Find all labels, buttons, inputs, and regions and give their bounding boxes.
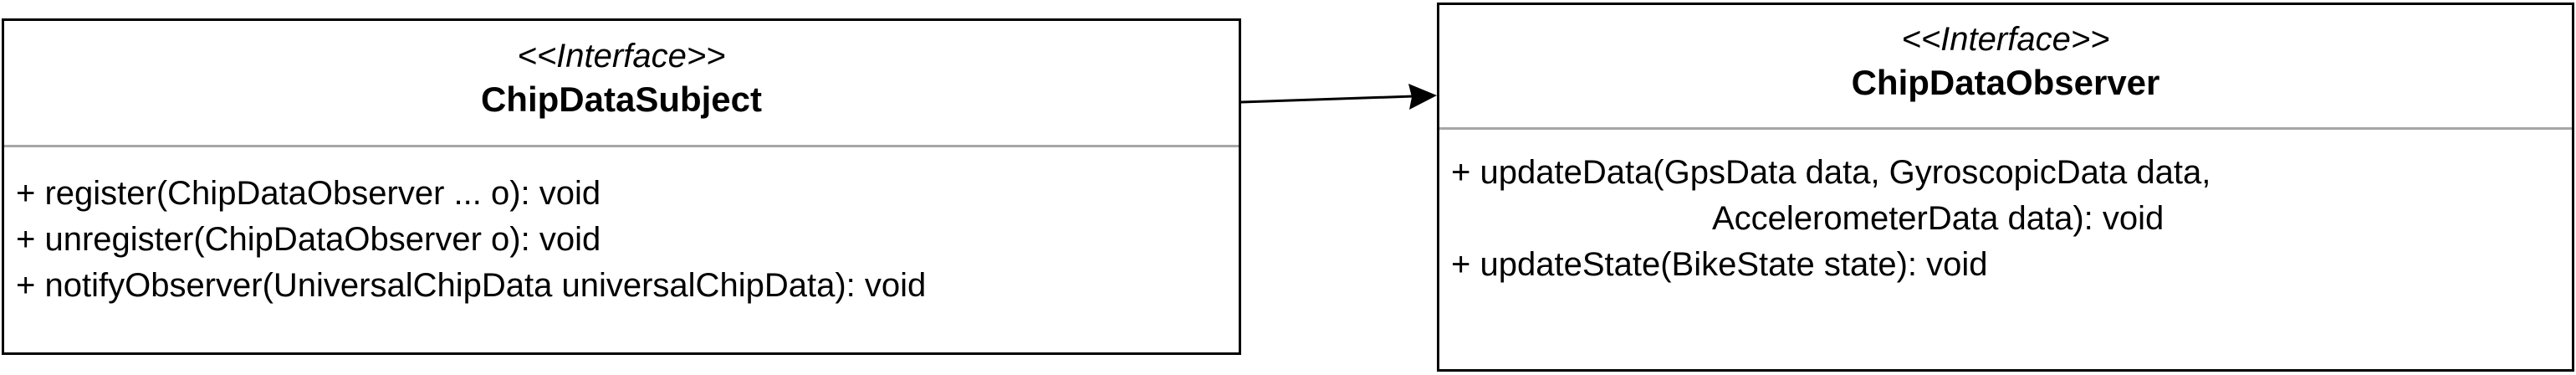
association-line <box>1240 95 1414 104</box>
operation-update-state: + updateState(BikeState state): void <box>1451 246 1988 283</box>
operations-list: + register(ChipDataObserver ... o): void… <box>16 171 1230 309</box>
operation-notify-observer: + notifyObserver(UniversalChipData unive… <box>16 267 927 304</box>
class-box-chip-data-observer[interactable]: <<Interface>> ChipDataObserver + updateD… <box>1437 3 2574 372</box>
compartment-divider <box>4 145 1239 147</box>
operation-register: + register(ChipDataObserver ... o): void <box>16 175 601 212</box>
class-name: ChipDataSubject <box>480 80 763 119</box>
operations-list: + updateData(GpsData data, GyroscopicDat… <box>1451 150 2563 288</box>
class-box-chip-data-subject[interactable]: <<Interface>> ChipDataSubject + register… <box>2 18 1241 355</box>
stereotype-label: <<Interface>> <box>517 38 726 74</box>
operation-update-data: + updateData(GpsData data, GyroscopicDat… <box>1451 154 2211 191</box>
stereotype-label: <<Interface>> <box>1901 21 2110 58</box>
class-name: ChipDataObserver <box>1851 63 2160 102</box>
operation-update-data-continuation: AccelerometerData data): void <box>1712 200 2165 237</box>
arrowhead-icon <box>1408 84 1437 110</box>
operation-unregister: + unregister(ChipDataObserver o): void <box>16 221 601 258</box>
compartment-divider <box>1439 127 2572 130</box>
